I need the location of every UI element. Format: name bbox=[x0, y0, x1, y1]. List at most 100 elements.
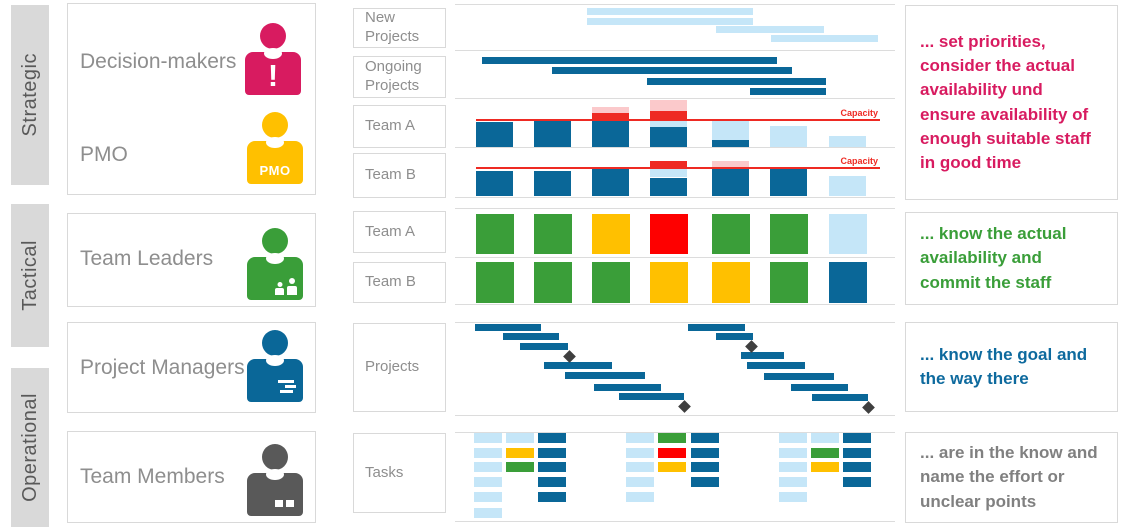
heatmap-cell-row1 bbox=[770, 214, 808, 254]
chart-divider bbox=[455, 257, 895, 258]
row-label-tasks: Tasks bbox=[353, 433, 446, 513]
message-box-strategic: ... set priorities, consider the actual … bbox=[905, 5, 1118, 200]
person-notch bbox=[264, 48, 282, 59]
person-body bbox=[245, 52, 301, 95]
heatmap-cell-row1 bbox=[829, 214, 867, 254]
heatmap-cell-row2 bbox=[829, 262, 867, 303]
team-a-capacity-segment bbox=[650, 111, 687, 119]
level-bar-tactical: Tactical bbox=[11, 204, 49, 347]
mini-person-icon bbox=[287, 278, 297, 295]
task-cell bbox=[843, 433, 871, 443]
team-b-capacity-segment bbox=[770, 168, 807, 196]
task-cell bbox=[779, 448, 807, 458]
task-cell bbox=[779, 462, 807, 472]
team-a-capacity-label: Capacity bbox=[840, 108, 878, 118]
milestone-diamond bbox=[745, 340, 758, 353]
team-b-capacity-segment bbox=[476, 171, 513, 196]
row-label-team-a-capacity: Team A bbox=[353, 105, 446, 148]
team-b-capacity-segment bbox=[829, 176, 866, 196]
task-cell bbox=[626, 448, 654, 458]
person-body bbox=[247, 141, 303, 184]
project-gantt-bar bbox=[716, 333, 753, 340]
task-cell bbox=[474, 462, 502, 472]
project-gantt-bar bbox=[747, 362, 805, 369]
team-a-capacity-segment bbox=[476, 122, 513, 147]
row-label-ongoing-projects: Ongoing Projects bbox=[353, 56, 446, 98]
project-gantt-bar bbox=[812, 394, 868, 401]
project-gantt-bar bbox=[791, 384, 848, 391]
heatmap-cell-row2 bbox=[770, 262, 808, 303]
project-gantt-bar bbox=[544, 362, 612, 369]
task-cell bbox=[691, 477, 719, 487]
task-cell bbox=[506, 448, 534, 458]
milestone-diamond bbox=[862, 401, 875, 414]
project-gantt-bar bbox=[764, 373, 834, 380]
task-square-icon bbox=[286, 500, 294, 507]
task-cell bbox=[779, 492, 807, 502]
task-cell bbox=[538, 492, 566, 502]
person-head bbox=[262, 330, 288, 356]
level-bar-operational: Operational bbox=[11, 368, 49, 527]
task-cell bbox=[626, 492, 654, 502]
person-notch bbox=[266, 355, 284, 366]
task-cell bbox=[658, 433, 686, 443]
team-b-capacity-segment bbox=[534, 171, 571, 196]
chart-divider bbox=[455, 208, 895, 209]
heatmap-cell-row2 bbox=[650, 262, 688, 303]
team-a-capacity-segment bbox=[712, 140, 749, 147]
team-a-capacity-segment bbox=[712, 121, 749, 140]
new-project-bar bbox=[587, 8, 753, 15]
team-b-capacity-segment bbox=[592, 168, 629, 196]
mini-gantt-bar bbox=[278, 380, 294, 383]
task-cell bbox=[691, 433, 719, 443]
ongoing-project-bar bbox=[552, 67, 792, 74]
project-gantt-bar bbox=[594, 384, 661, 391]
chart-divider bbox=[455, 415, 895, 416]
project-gantt-bar bbox=[475, 324, 541, 331]
team-a-capacity-segment bbox=[650, 127, 687, 147]
person-head bbox=[260, 23, 286, 49]
person-team-icon bbox=[247, 228, 303, 300]
person-notch bbox=[266, 469, 284, 480]
team-a-capacity-segment bbox=[770, 126, 807, 147]
team-a-capacity-segment bbox=[650, 100, 687, 111]
heatmap-cell-row2 bbox=[476, 262, 514, 303]
role-label-team-members: Team Members bbox=[80, 465, 225, 488]
message-text: ... are in the know and name the effort … bbox=[920, 443, 1098, 511]
ongoing-project-bar bbox=[647, 78, 826, 85]
chart-divider bbox=[455, 432, 895, 433]
level-label-strategic: Strategic bbox=[18, 53, 41, 137]
task-cell bbox=[658, 448, 686, 458]
person-notch bbox=[266, 253, 284, 264]
message-box-project-managers: ... know the goal and the way there bbox=[905, 322, 1118, 412]
message-box-team-members: ... are in the know and name the effort … bbox=[905, 432, 1118, 523]
task-cell bbox=[626, 462, 654, 472]
chart-divider bbox=[455, 147, 895, 148]
person-notch bbox=[266, 137, 284, 148]
person-alert-icon: ! bbox=[245, 23, 301, 95]
mini-person-icon bbox=[275, 282, 284, 295]
row-label-team-a-status: Team A bbox=[353, 211, 446, 253]
chart-divider bbox=[455, 98, 895, 99]
task-cell bbox=[506, 433, 534, 443]
team-b-capacity-segment bbox=[650, 178, 687, 196]
new-project-bar bbox=[587, 18, 753, 25]
task-cell bbox=[474, 508, 502, 518]
task-cell bbox=[538, 448, 566, 458]
new-project-bar bbox=[716, 26, 824, 33]
person-gantt-icon bbox=[247, 330, 303, 402]
person-body bbox=[247, 473, 303, 516]
heatmap-cell-row1 bbox=[712, 214, 750, 254]
message-text: ... know the goal and the way there bbox=[920, 344, 1088, 388]
role-label-decision-makers: Decision-makers bbox=[80, 50, 237, 73]
task-cell bbox=[811, 462, 839, 472]
team-b-capacity-segment bbox=[712, 168, 749, 196]
task-cell bbox=[658, 462, 686, 472]
chart-divider bbox=[455, 197, 895, 198]
team-b-capacity-line bbox=[476, 167, 880, 169]
mini-gantt-bar bbox=[280, 390, 293, 393]
heatmap-cell-row2 bbox=[534, 262, 572, 303]
project-gantt-bar bbox=[520, 343, 568, 350]
pmo-badge: PMO bbox=[259, 163, 291, 178]
